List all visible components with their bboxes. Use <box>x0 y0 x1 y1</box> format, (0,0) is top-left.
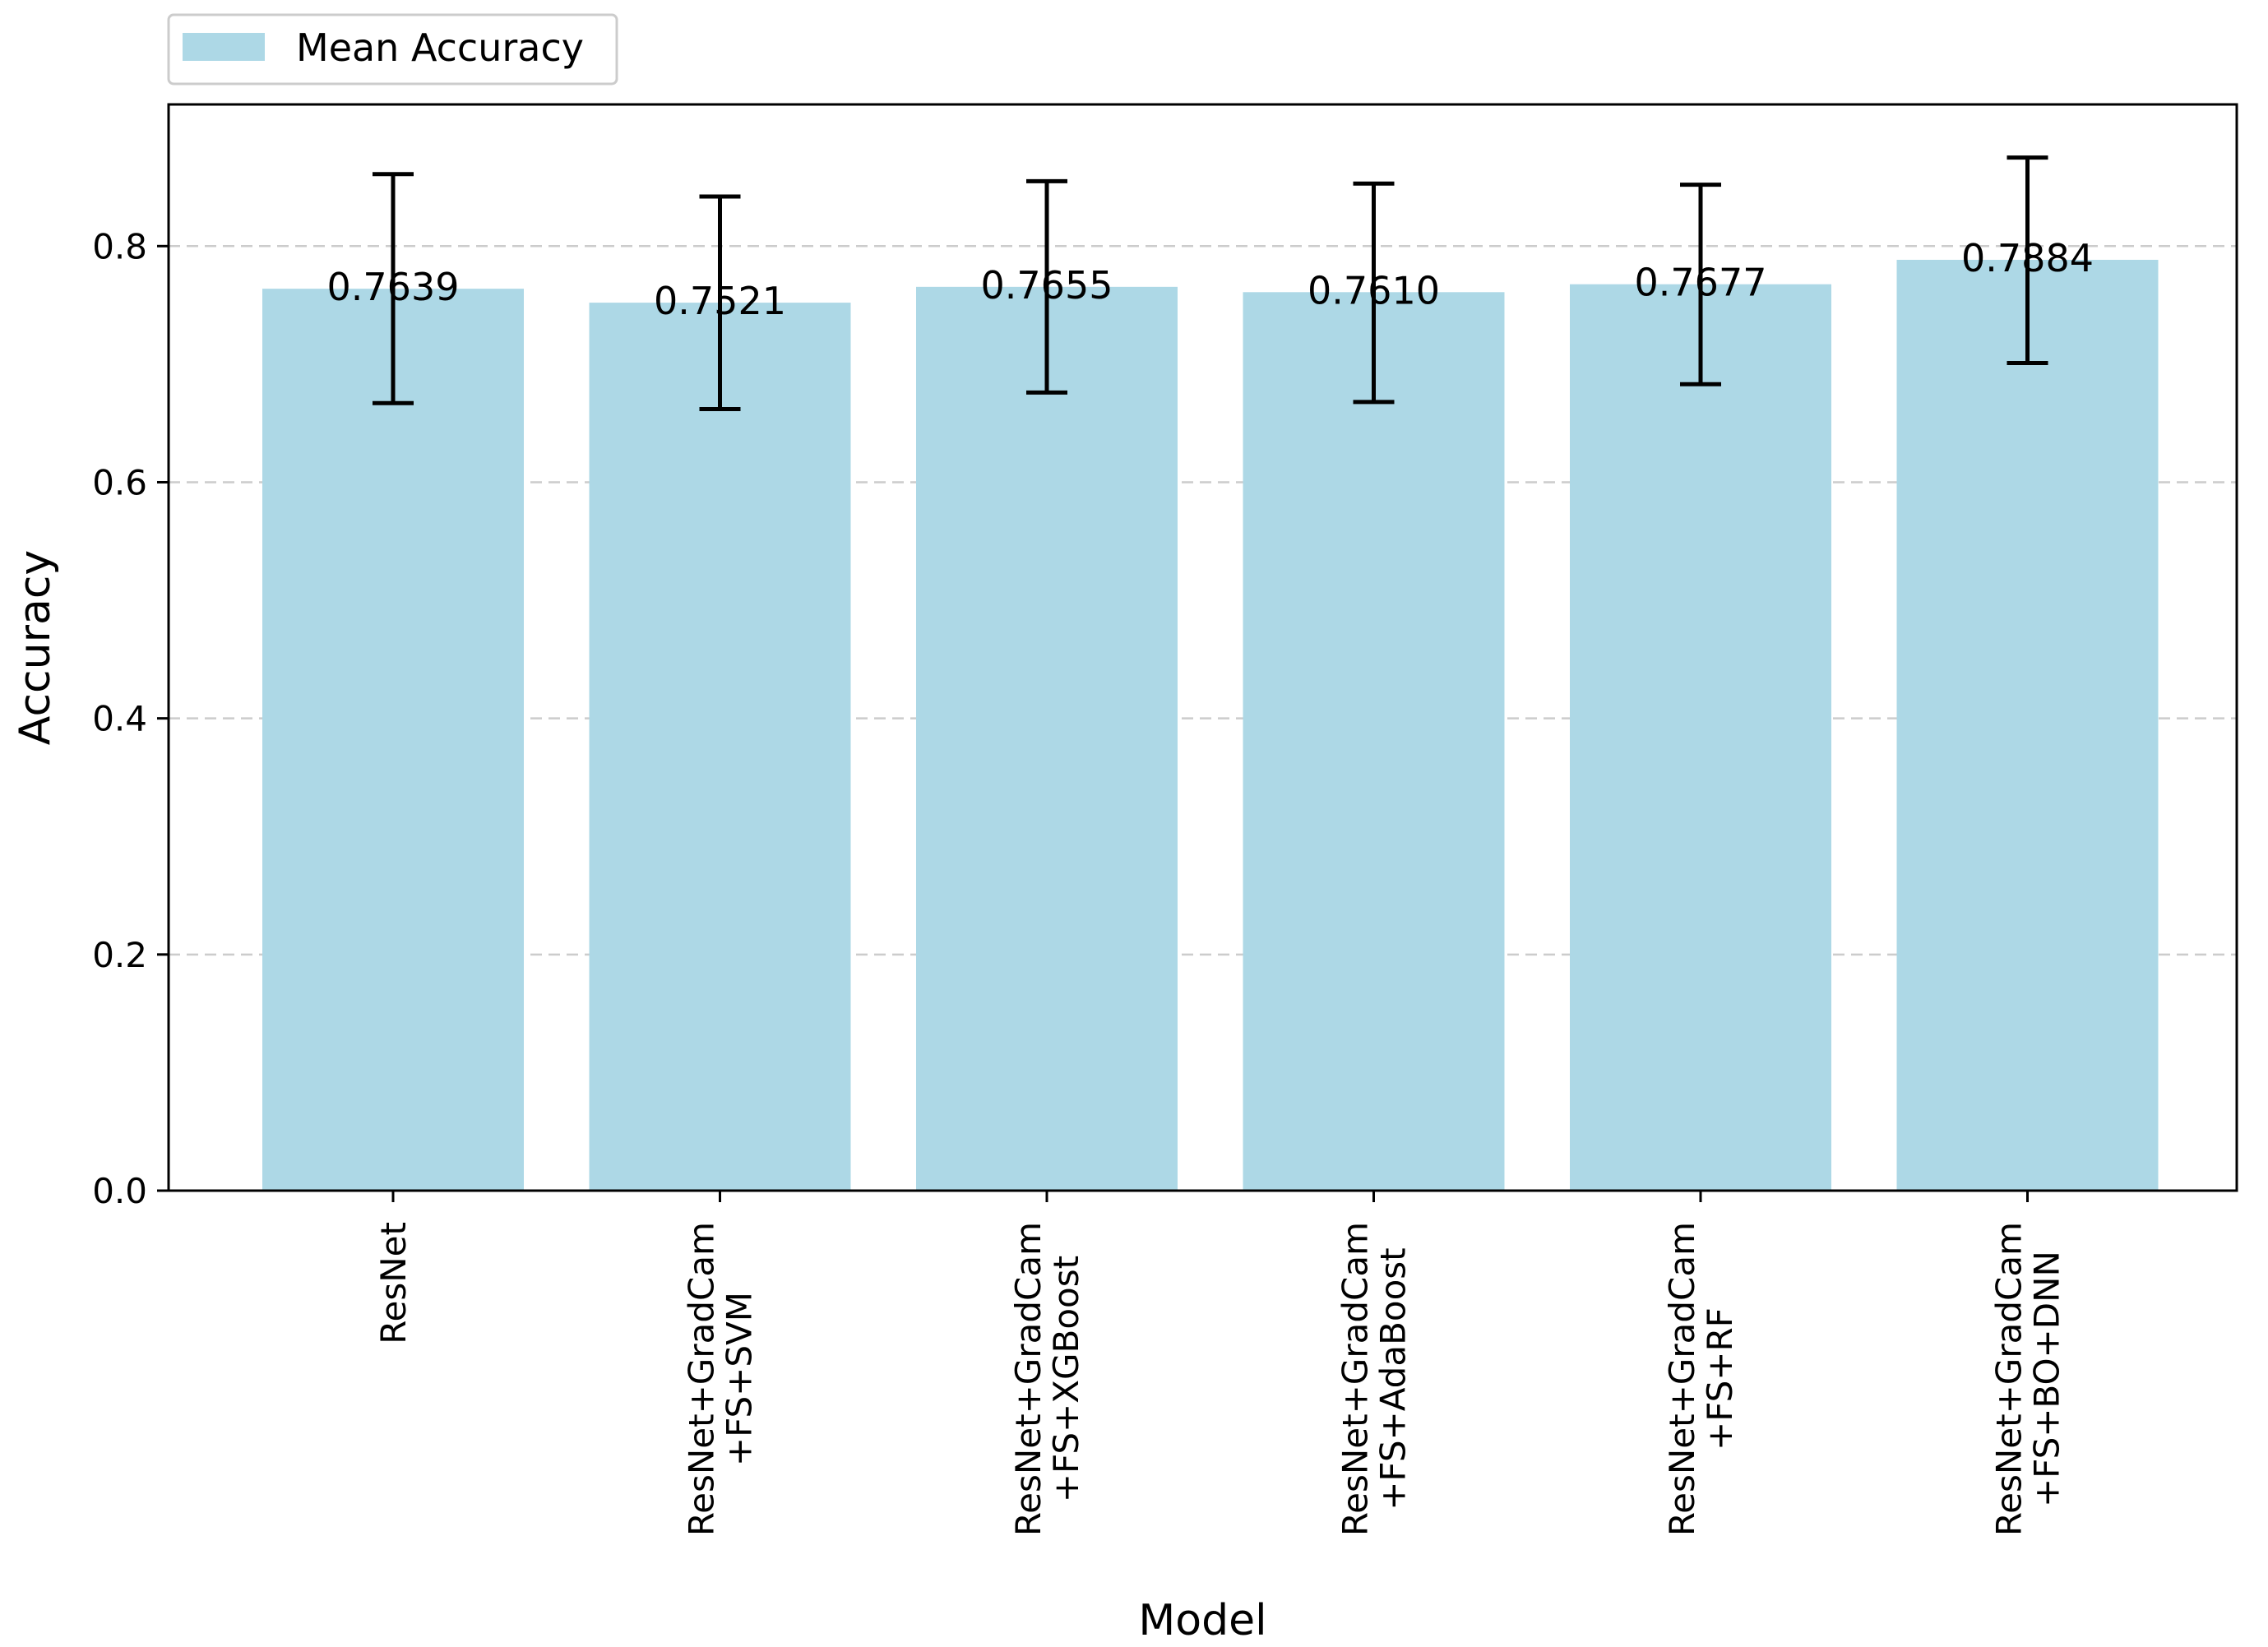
x-tick-label: ResNet+GradCam <box>1335 1222 1376 1536</box>
x-tick-label: +FS+BO+DNN <box>2027 1251 2067 1507</box>
x-tick-label: ResNet+GradCam <box>682 1222 722 1536</box>
legend-label: Mean Accuracy <box>296 25 584 70</box>
legend-swatch <box>183 33 265 61</box>
y-axis-ticks: 0.0 0.2 0.4 0.6 0.8 <box>92 226 169 1211</box>
bar-value-label: 0.7610 <box>1308 268 1440 312</box>
y-tick-label: 0.6 <box>92 462 147 502</box>
bar <box>1896 259 2159 1191</box>
x-tick-label: +FS+AdaBoost <box>1373 1247 1414 1510</box>
bar <box>262 289 524 1191</box>
bar-value-label: 0.7655 <box>981 263 1113 308</box>
error-bars <box>373 155 2048 411</box>
bars <box>262 259 2159 1191</box>
bar <box>916 286 1178 1191</box>
bar-value-label: 0.7677 <box>1635 261 1767 305</box>
x-axis-title: Model <box>1138 1596 1266 1645</box>
x-tick-label: ResNet+GradCam <box>1989 1222 2030 1536</box>
x-tick-label: +FS+XGBoost <box>1046 1256 1086 1502</box>
bar-value-label: 0.7639 <box>327 265 460 309</box>
y-tick-label: 0.8 <box>92 226 147 266</box>
y-tick-label: 0.4 <box>92 699 147 739</box>
plot-frame <box>167 103 2238 1192</box>
x-tick-label: +FS+SVM <box>720 1292 760 1466</box>
bar <box>589 303 851 1191</box>
bar-value-label: 0.7521 <box>654 279 786 323</box>
legend: Mean Accuracy <box>167 13 618 86</box>
bar <box>1243 292 1505 1191</box>
x-tick-label: ResNet+GradCam <box>1008 1222 1048 1536</box>
y-axis-title: Accuracy <box>11 550 60 745</box>
x-tick-label: ResNet+GradCam <box>1662 1222 1702 1536</box>
bar-value-label: 0.7884 <box>1961 236 2094 280</box>
bar-value-labels: 0.7639 0.7521 0.7655 0.7610 0.7677 0.7884 <box>327 236 2094 323</box>
y-tick-label: 0.2 <box>92 935 147 975</box>
legend-box <box>167 13 618 86</box>
y-tick-label: 0.0 <box>92 1171 147 1211</box>
x-tick-label: +FS+RF <box>1700 1307 1740 1450</box>
bar <box>1570 284 1831 1191</box>
x-tick-label: ResNet <box>373 1222 414 1344</box>
